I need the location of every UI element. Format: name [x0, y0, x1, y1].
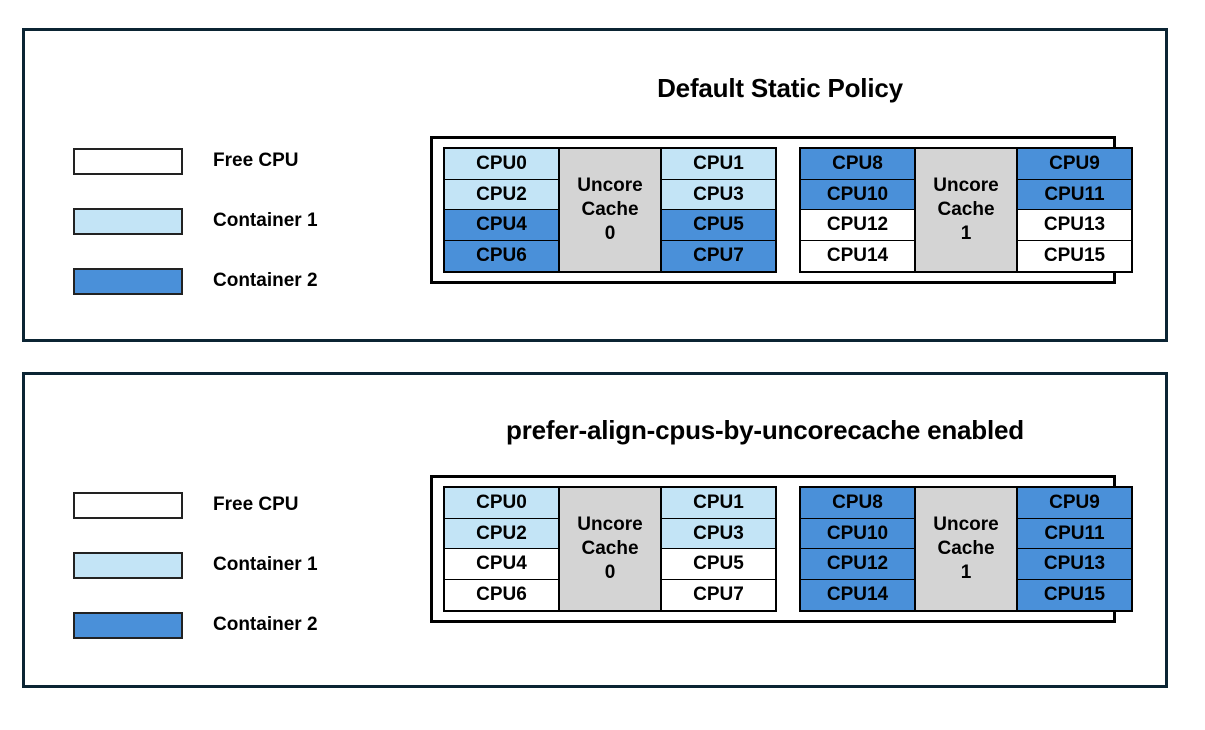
uncore-cache-label-line: Uncore: [577, 513, 643, 535]
legend-swatch-free: [73, 147, 183, 175]
legend-item: Free CPU: [73, 475, 318, 535]
legend: Free CPU Container 1 Container 2: [73, 131, 318, 311]
cpu-cell-cpu10: CPU10: [800, 178, 915, 211]
cpu-cell-cpu8: CPU8: [800, 148, 915, 181]
cpu-cell-cpu3: CPU3: [661, 517, 776, 550]
legend-swatch-container1: [73, 551, 183, 579]
legend-label: Free CPU: [213, 150, 299, 171]
cpu-cell-cpu12: CPU12: [800, 548, 915, 581]
legend-item: Free CPU: [73, 131, 318, 191]
legend-item: Container 2: [73, 595, 318, 655]
cpu-cell-cpu7: CPU7: [661, 239, 776, 272]
cpu-cell-cpu4: CPU4: [444, 548, 559, 581]
cpu-cell-cpu11: CPU11: [1017, 178, 1132, 211]
legend-swatch-container2: [73, 611, 183, 639]
uncore-cache-label-line: Uncore: [933, 513, 999, 535]
cpu-cell-cpu3: CPU3: [661, 178, 776, 211]
page-title: Default Static Policy: [657, 73, 903, 103]
legend-label: Container 2: [213, 614, 318, 635]
uncore-cache-label-line: 1: [960, 562, 972, 584]
cpu-cell-cpu13: CPU13: [1017, 209, 1132, 242]
cpu-cell-cpu9: CPU9: [1017, 148, 1132, 181]
uncore-cache-label-line: Cache: [937, 198, 995, 220]
legend: Free CPU Container 1 Container 2: [73, 475, 318, 655]
cpu-cell-cpu1: CPU1: [661, 487, 776, 520]
page-title: prefer-align-cpus-by-uncorecache enabled: [506, 415, 1024, 445]
legend-swatch-container2: [73, 267, 183, 295]
uncore-cache-label-line: Cache: [581, 198, 639, 220]
cpu-cell-cpu9: CPU9: [1017, 487, 1132, 520]
cpu-cell-cpu15: CPU15: [1017, 239, 1132, 272]
cpu-cell-cpu0: CPU0: [444, 148, 559, 181]
legend-item: Container 2: [73, 251, 318, 311]
cpu-cell-cpu6: CPU6: [444, 239, 559, 272]
cpu-cell-cpu11: CPU11: [1017, 517, 1132, 550]
cpu-cell-cpu10: CPU10: [800, 517, 915, 550]
cpu-cell-cpu12: CPU12: [800, 209, 915, 242]
cpu-cell-cpu15: CPU15: [1017, 578, 1132, 611]
cpu-cell-cpu13: CPU13: [1017, 548, 1132, 581]
legend-label: Container 2: [213, 270, 318, 291]
uncore-cache-label-line: 0: [604, 223, 616, 245]
cpu-cell-cpu6: CPU6: [444, 578, 559, 611]
diagram-panel-default-static-policy: Default Static Policy Free CPU Container …: [22, 28, 1168, 342]
cpu-cell-cpu5: CPU5: [661, 548, 776, 581]
legend-label: Container 1: [213, 554, 318, 575]
cpu-cell-cpu14: CPU14: [800, 578, 915, 611]
cpu-cell-cpu2: CPU2: [444, 178, 559, 211]
cpu-cell-cpu8: CPU8: [800, 487, 915, 520]
uncore-cache-label-line: Uncore: [577, 174, 643, 196]
uncore-cache-label-line: 1: [960, 223, 972, 245]
cpu-cell-cpu7: CPU7: [661, 578, 776, 611]
legend-item: Container 1: [73, 535, 318, 595]
legend-swatch-free: [73, 491, 183, 519]
uncore-cache-label-line: 0: [604, 562, 616, 584]
legend-label: Container 1: [213, 210, 318, 231]
legend-label: Free CPU: [213, 494, 299, 515]
legend-swatch-container1: [73, 207, 183, 235]
cpu-cell-cpu1: CPU1: [661, 148, 776, 181]
cpu-cell-cpu2: CPU2: [444, 517, 559, 550]
legend-item: Container 1: [73, 191, 318, 251]
cpu-cell-cpu14: CPU14: [800, 239, 915, 272]
uncore-cache-label-line: Uncore: [933, 174, 999, 196]
cpu-cell-cpu0: CPU0: [444, 487, 559, 520]
diagram-panel-prefer-align-cpus-by-uncorecache: prefer-align-cpus-by-uncorecache enabled…: [22, 372, 1168, 688]
uncore-cache-label-line: Cache: [937, 537, 995, 559]
cpu-cell-cpu5: CPU5: [661, 209, 776, 242]
uncore-cache-label-line: Cache: [581, 537, 639, 559]
cpu-cell-cpu4: CPU4: [444, 209, 559, 242]
